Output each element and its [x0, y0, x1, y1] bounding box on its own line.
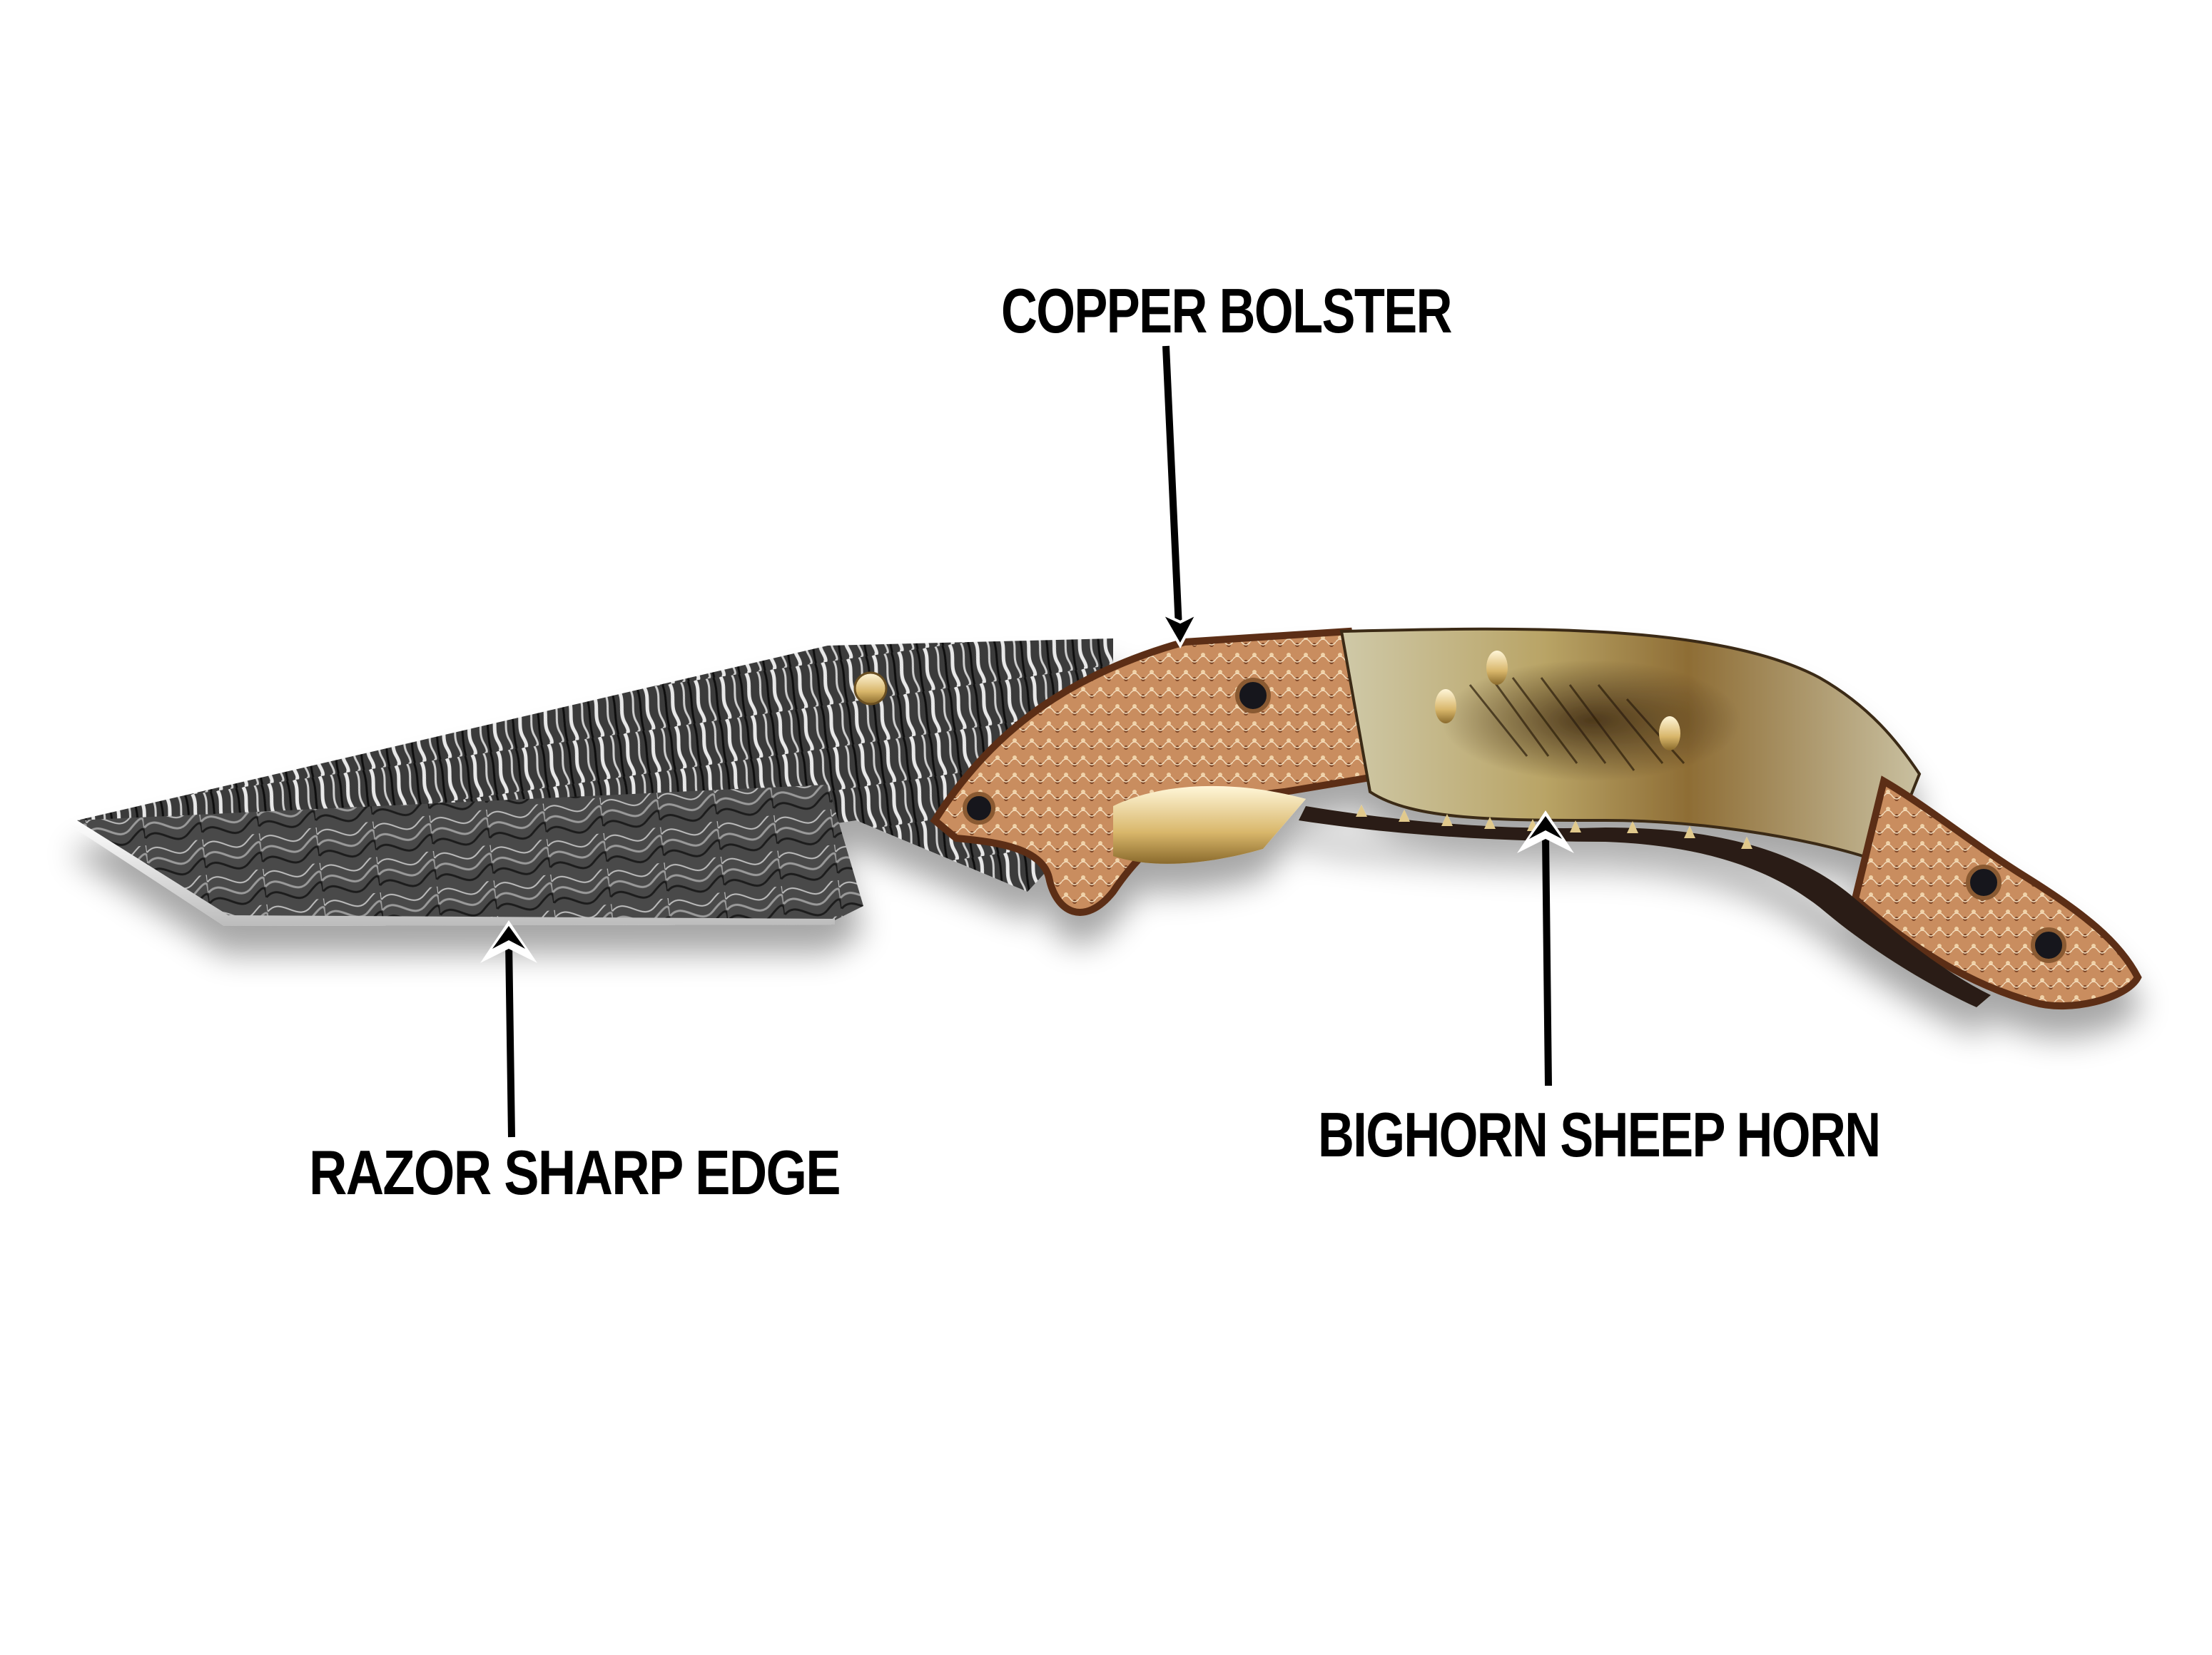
file-work-notches: [1356, 805, 1752, 849]
bighorn-horn-arrow: [1517, 810, 1574, 1086]
handle-pin: [1486, 651, 1508, 685]
pommel-screw: [1966, 865, 2002, 900]
horn-grain-lines: [1468, 677, 1685, 771]
bighorn-sheep-horn-label: BIGHORN SHEEP HORN: [1318, 1099, 1881, 1170]
horn-texture: [1441, 660, 1741, 781]
copper-bolster-arrow: [1158, 345, 1201, 649]
bolster-screw: [1235, 678, 1271, 713]
file-worked-liner: [1299, 806, 1991, 1007]
razor-edge-arrow: [480, 920, 537, 1138]
blade-flat: [77, 785, 863, 920]
pommel-screw: [2031, 927, 2066, 963]
handle-pin: [1659, 716, 1680, 750]
bolster-screw: [963, 792, 995, 825]
handle-pin: [1435, 689, 1456, 723]
copper-bolster-label: COPPER BOLSTER: [1001, 275, 1452, 346]
razor-sharp-edge-label: RAZOR SHARP EDGE: [309, 1137, 841, 1208]
knife: [71, 627, 2142, 1010]
thumb-stud: [853, 671, 888, 706]
liner: [1113, 785, 1306, 864]
